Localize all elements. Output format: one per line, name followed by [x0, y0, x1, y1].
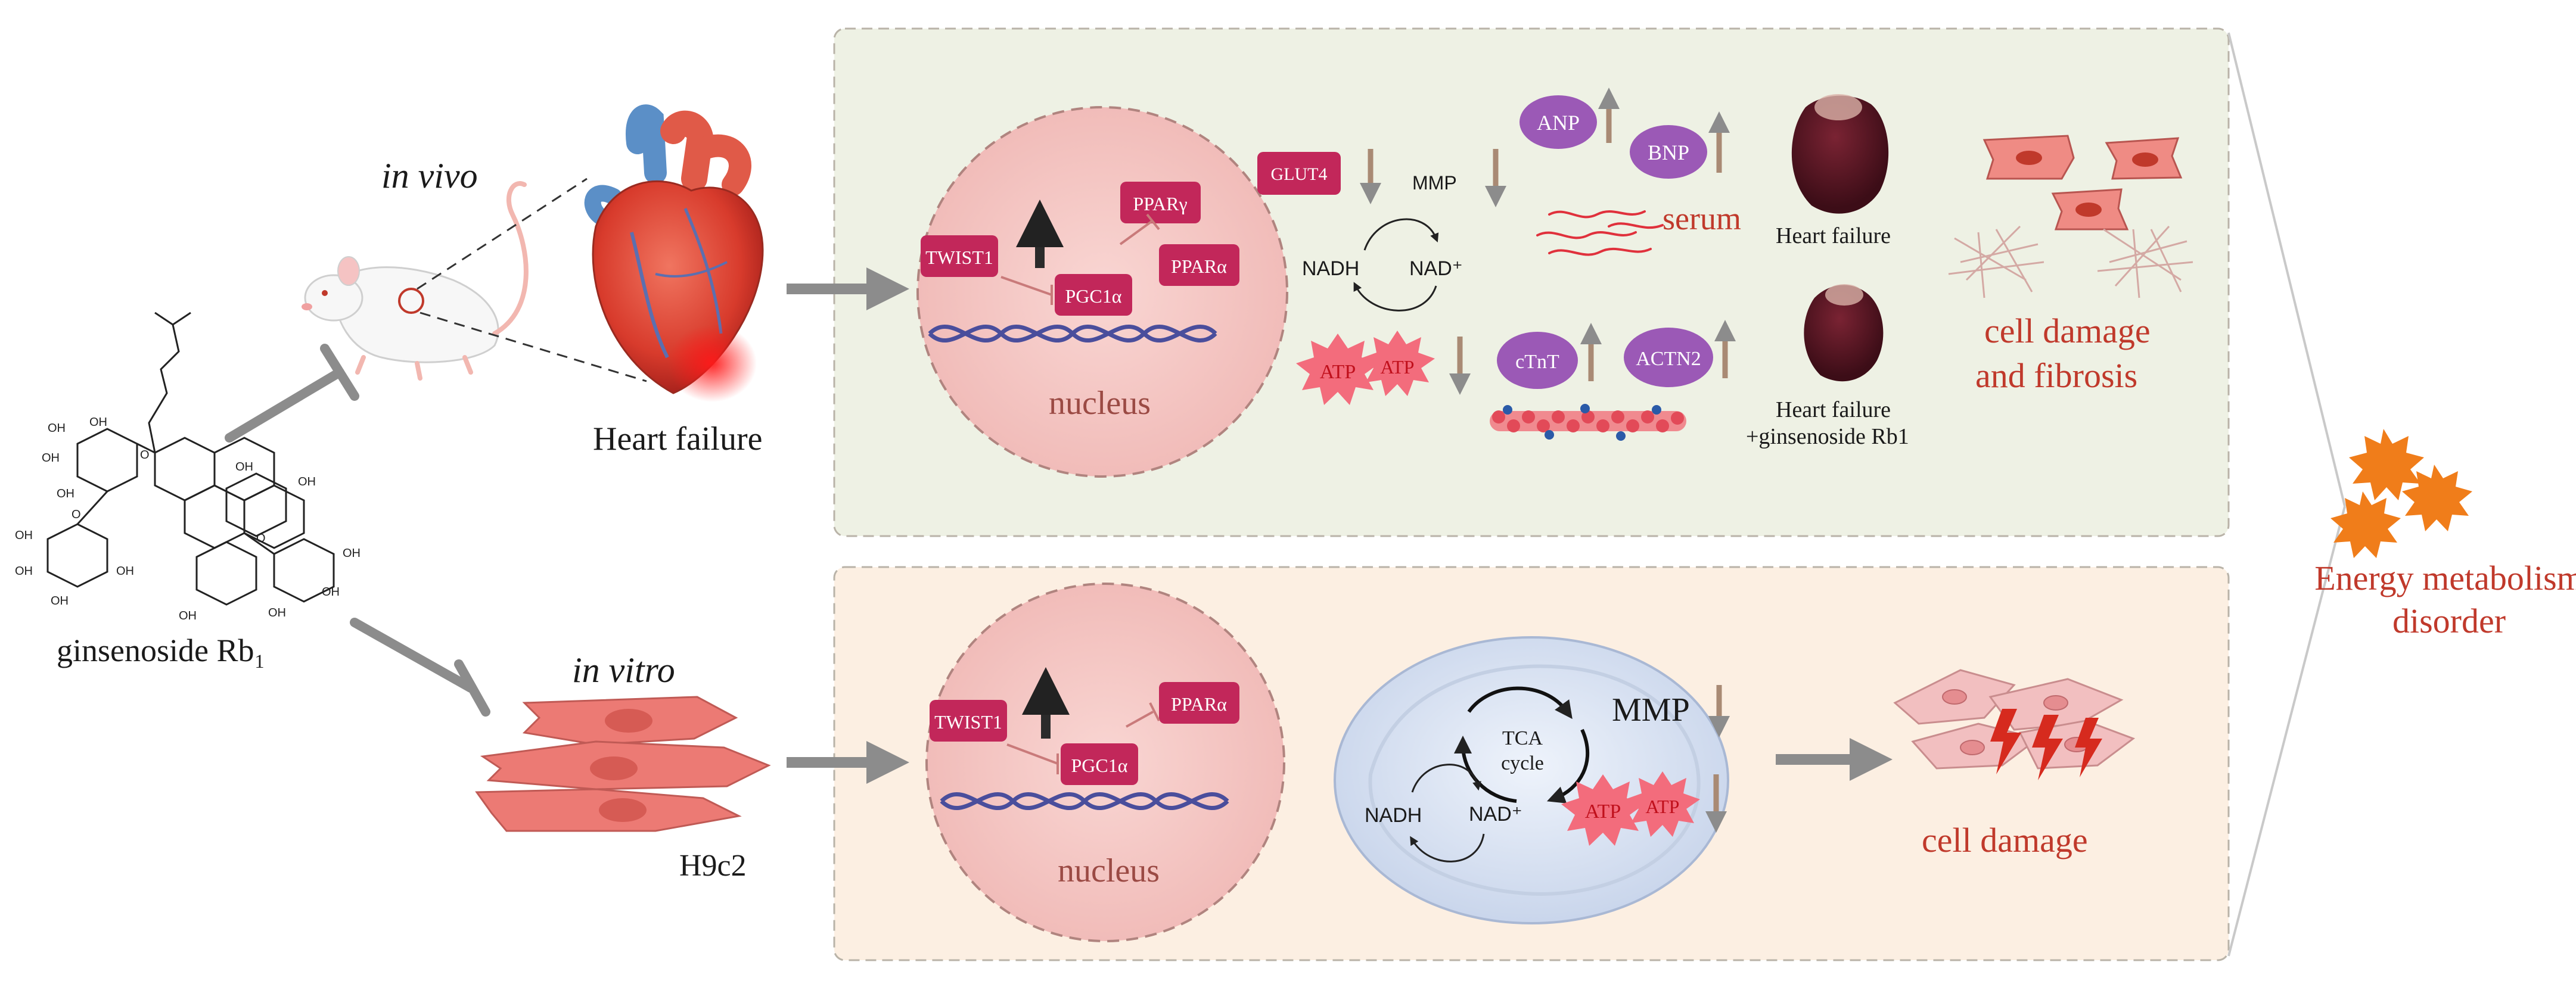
atp-burst-vitro-2: ATP [1625, 771, 1700, 837]
outcome-vivo-line2: and fibrosis [1975, 356, 2137, 395]
rat-illustration [302, 181, 529, 381]
atp-burst-vitro-1: ATP [1561, 774, 1645, 846]
svg-text:OH: OH [343, 547, 361, 560]
inhibit-in-vivo [225, 344, 359, 443]
svg-text:PPARγ: PPARγ [1133, 193, 1187, 214]
outcome-vivo-line1: cell damage [1984, 312, 2151, 350]
svg-text:OH: OH [15, 565, 33, 578]
svg-text:OH: OH [235, 460, 253, 474]
heart-label: Heart failure [593, 421, 762, 457]
gene-twist1-vivo: TWIST1 [921, 235, 998, 277]
svg-text:O: O [256, 532, 266, 545]
atp-burst-vivo-1: ATP [1296, 334, 1379, 405]
svg-text:OH: OH [322, 586, 340, 599]
svg-text:OH: OH [48, 422, 66, 435]
gene-pgc1a-vivo: PGC1α [1055, 274, 1132, 316]
nadh-label-vitro: NADH [1365, 804, 1422, 827]
mmp-label-vitro: MMP [1612, 692, 1690, 728]
nad-label-vivo: NAD⁺ [1409, 257, 1463, 280]
svg-text:OH: OH [15, 529, 33, 542]
svg-text:OH: OH [298, 475, 316, 488]
svg-text:ANP: ANP [1537, 111, 1580, 135]
ctnt-oval: cTnT [1497, 332, 1578, 389]
dna-helix-vitro [940, 792, 1229, 811]
svg-text:PGC1α: PGC1α [1071, 755, 1127, 776]
heart-photo-2-label-2: +ginsenoside Rb1 [1746, 424, 1909, 449]
actn2-oval: ACTN2 [1624, 328, 1713, 387]
svg-text:ATP: ATP [1320, 361, 1356, 383]
svg-text:cTnT: cTnT [1515, 351, 1559, 373]
inhibit-in-vitro [350, 618, 490, 717]
svg-text:OH: OH [116, 565, 134, 578]
svg-text:GLUT4: GLUT4 [1271, 164, 1328, 184]
summary-line2: disorder [2392, 602, 2506, 640]
cell-line-label: H9c2 [679, 849, 747, 883]
energy-burst-icon [2330, 429, 2472, 558]
svg-text:ATP: ATP [1381, 356, 1415, 378]
svg-text:ATP: ATP [1585, 801, 1621, 823]
in-vivo-title: in vivo [381, 156, 478, 195]
mmp-label-vivo: MMP [1412, 172, 1457, 194]
tca-label-2: cycle [1501, 752, 1544, 774]
heart-photo-rb1 [1804, 284, 1884, 382]
inhibit-marks-vivo [1000, 213, 1160, 305]
mitochondrion [1334, 636, 1729, 924]
nucleus-label-vivo: nucleus [1049, 385, 1151, 422]
heart-photo-1-label: Heart failure [1776, 223, 1891, 248]
svg-text:PPARα: PPARα [1171, 693, 1227, 715]
dna-helix-vivo [928, 324, 1217, 343]
svg-text:PPARα: PPARα [1171, 256, 1227, 277]
svg-text:PGC1α: PGC1α [1065, 285, 1121, 307]
sarcomere-filament [1490, 404, 1686, 441]
bnp-oval: BNP [1630, 125, 1707, 179]
fibrosis-mesh [1948, 225, 2193, 298]
svg-text:TWIST1: TWIST1 [925, 247, 993, 268]
zoom-lines [417, 178, 647, 382]
svg-text:ATP: ATP [1646, 796, 1680, 817]
cardiomyocyte-illustration [475, 696, 771, 832]
svg-text:BNP: BNP [1648, 141, 1689, 164]
svg-text:OH: OH [179, 609, 197, 622]
ginsenoside-structure [46, 312, 335, 606]
convergence-lines [2227, 32, 2346, 957]
outcome-vitro: cell damage [1922, 821, 2088, 860]
anp-oval: ANP [1520, 95, 1597, 149]
heart-photo-2-label-1: Heart failure [1776, 397, 1891, 422]
damaged-cells-vivo [1983, 135, 2183, 231]
in-vitro-title: in vitro [572, 650, 675, 690]
svg-text:O: O [140, 449, 150, 462]
damaged-cells-vitro [1893, 669, 2136, 780]
svg-text:OH: OH [42, 451, 60, 465]
inhibit-marks-vitro [1006, 702, 1160, 774]
compound-name: ginsenoside Rb₁ [57, 633, 265, 668]
svg-text:TWIST1: TWIST1 [934, 711, 1002, 733]
gene-pparg-vivo: PPARγ [1120, 182, 1201, 223]
nad-label-vitro: NAD⁺ [1469, 803, 1522, 826]
summary-line1: Energy metabolism [2314, 559, 2576, 597]
gene-ppara-vitro: PPARα [1159, 682, 1239, 724]
gene-twist1-vitro: TWIST1 [930, 700, 1007, 742]
nadh-cycle-vitro [1410, 764, 1485, 862]
svg-text:ACTN2: ACTN2 [1636, 348, 1701, 370]
serum-label: serum [1663, 201, 1741, 236]
svg-text:OH: OH [268, 606, 286, 619]
nucleus-label-vitro: nucleus [1058, 852, 1160, 889]
heart-photo-failure [1791, 94, 1889, 214]
nadh-label-vivo: NADH [1302, 257, 1359, 280]
tca-label-1: TCA [1502, 727, 1543, 749]
svg-text:OH: OH [51, 594, 69, 608]
hydroxyl-labels: OH OH OH OH OH OH OH OH OH OH OH OH OH O… [15, 416, 361, 622]
serum-strands [1536, 210, 1664, 256]
svg-text:O: O [72, 508, 81, 521]
svg-text:OH: OH [57, 487, 74, 500]
gene-ppara-vivo: PPARα [1159, 244, 1239, 286]
nadh-cycle-vivo [1353, 218, 1439, 312]
heart-illustration [584, 104, 764, 402]
svg-text:OH: OH [89, 416, 107, 429]
gene-pgc1a-vitro: PGC1α [1061, 743, 1138, 785]
glut4-box: GLUT4 [1257, 152, 1341, 195]
atp-burst-vivo-2: ATP [1360, 331, 1435, 396]
